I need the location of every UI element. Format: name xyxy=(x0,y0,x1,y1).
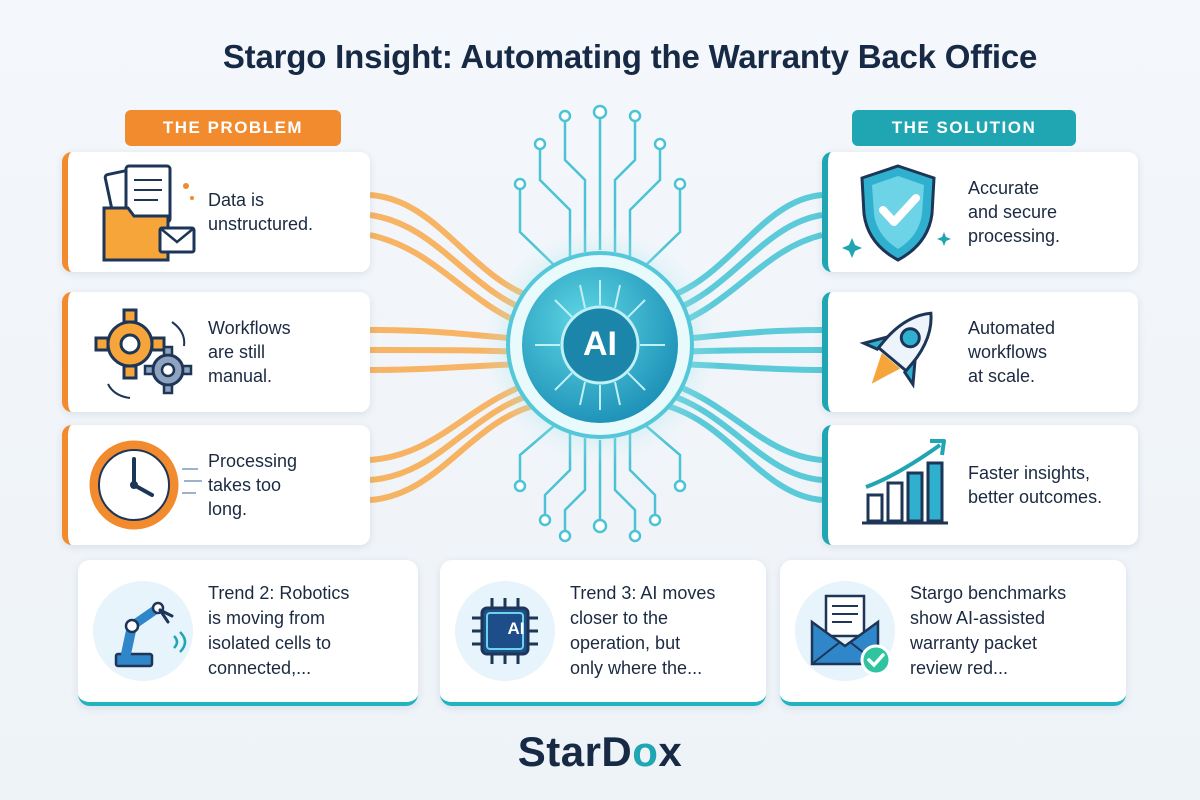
solution-text-line: better outcomes. xyxy=(968,487,1103,507)
trend-text-line: is moving from xyxy=(208,608,326,628)
problem-text-line: Workflows xyxy=(208,318,291,338)
trend-text-line: Trend 2: Robotics xyxy=(208,583,350,603)
ai-hub-label: AI xyxy=(583,325,617,363)
trend-text-line: warranty packet xyxy=(910,633,1038,653)
solution-text-line: and secure xyxy=(968,202,1058,222)
trend-text-line: review red... xyxy=(910,658,1009,678)
hub-circuit-rays xyxy=(535,280,665,410)
trend-text-line: connected,... xyxy=(208,658,312,678)
solution-card-automated: Automated workflows at scale. xyxy=(822,292,1138,412)
shield-check-icon xyxy=(828,152,968,272)
trend-text-line: only where the... xyxy=(570,658,703,678)
trend-text-line: closer to the xyxy=(570,608,669,628)
gears-icon xyxy=(68,292,208,412)
trend-card-ai: Trend 3: AI moves closer to the operatio… xyxy=(440,560,766,706)
envelope-check-icon xyxy=(780,566,910,696)
solution-text-line: Accurate xyxy=(968,178,1040,198)
problem-text-line: Processing xyxy=(208,451,298,471)
clock-icon xyxy=(68,425,208,545)
problem-card-manual: Workflows are still manual. xyxy=(62,292,370,412)
problem-text-line: long. xyxy=(208,499,248,519)
trend-text-line: Trend 3: AI moves xyxy=(570,583,716,603)
problem-card-slow: Processing takes too long. xyxy=(62,425,370,545)
page-title: Stargo Insight: Automating the Warranty … xyxy=(222,38,1038,75)
problem-text-line: manual. xyxy=(208,366,273,386)
solution-text-line: at scale. xyxy=(968,366,1036,386)
trend-card-robotics: Trend 2: Robotics is moving from isolate… xyxy=(78,560,418,706)
solution-label: THE SOLUTION xyxy=(852,110,1076,146)
brand-part: x xyxy=(658,728,683,775)
solution-card-insights: Faster insights, better outcomes. xyxy=(822,425,1138,545)
problem-label: THE PROBLEM xyxy=(125,110,341,146)
problem-text-line: are still xyxy=(208,342,266,362)
robot-arm-icon xyxy=(78,566,208,696)
rocket-icon xyxy=(828,292,968,412)
ai-chip-icon xyxy=(440,566,570,696)
trend-text-line: operation, but xyxy=(570,633,681,653)
brand-logo: StarDox xyxy=(0,728,1200,776)
solution-text-line: Automated xyxy=(968,318,1056,338)
problem-text-line: takes too xyxy=(208,475,282,495)
ai-chip-label: AI xyxy=(507,619,525,638)
brand-part: StarD xyxy=(517,728,633,775)
growth-chart-icon xyxy=(828,425,968,545)
solution-text-line: processing. xyxy=(968,226,1061,246)
trend-text-line: show AI-assisted xyxy=(910,608,1046,628)
trend-text-line: Stargo benchmarks xyxy=(910,583,1067,603)
trend-text-line: isolated cells to xyxy=(208,633,332,653)
solution-text-line: Faster insights, xyxy=(968,463,1091,483)
solution-text-line: workflows xyxy=(968,342,1048,362)
solution-card-secure: Accurate and secure processing. xyxy=(822,152,1138,272)
trend-card-benchmarks: Stargo benchmarks show AI-assisted warra… xyxy=(780,560,1126,706)
brand-part-accent: o xyxy=(632,728,659,775)
problem-text-line: unstructured. xyxy=(208,214,314,234)
problem-card-unstructured: Data is unstructured. xyxy=(62,152,370,272)
problem-text-line: Data is xyxy=(208,190,265,210)
documents-folder-icon xyxy=(68,152,208,272)
